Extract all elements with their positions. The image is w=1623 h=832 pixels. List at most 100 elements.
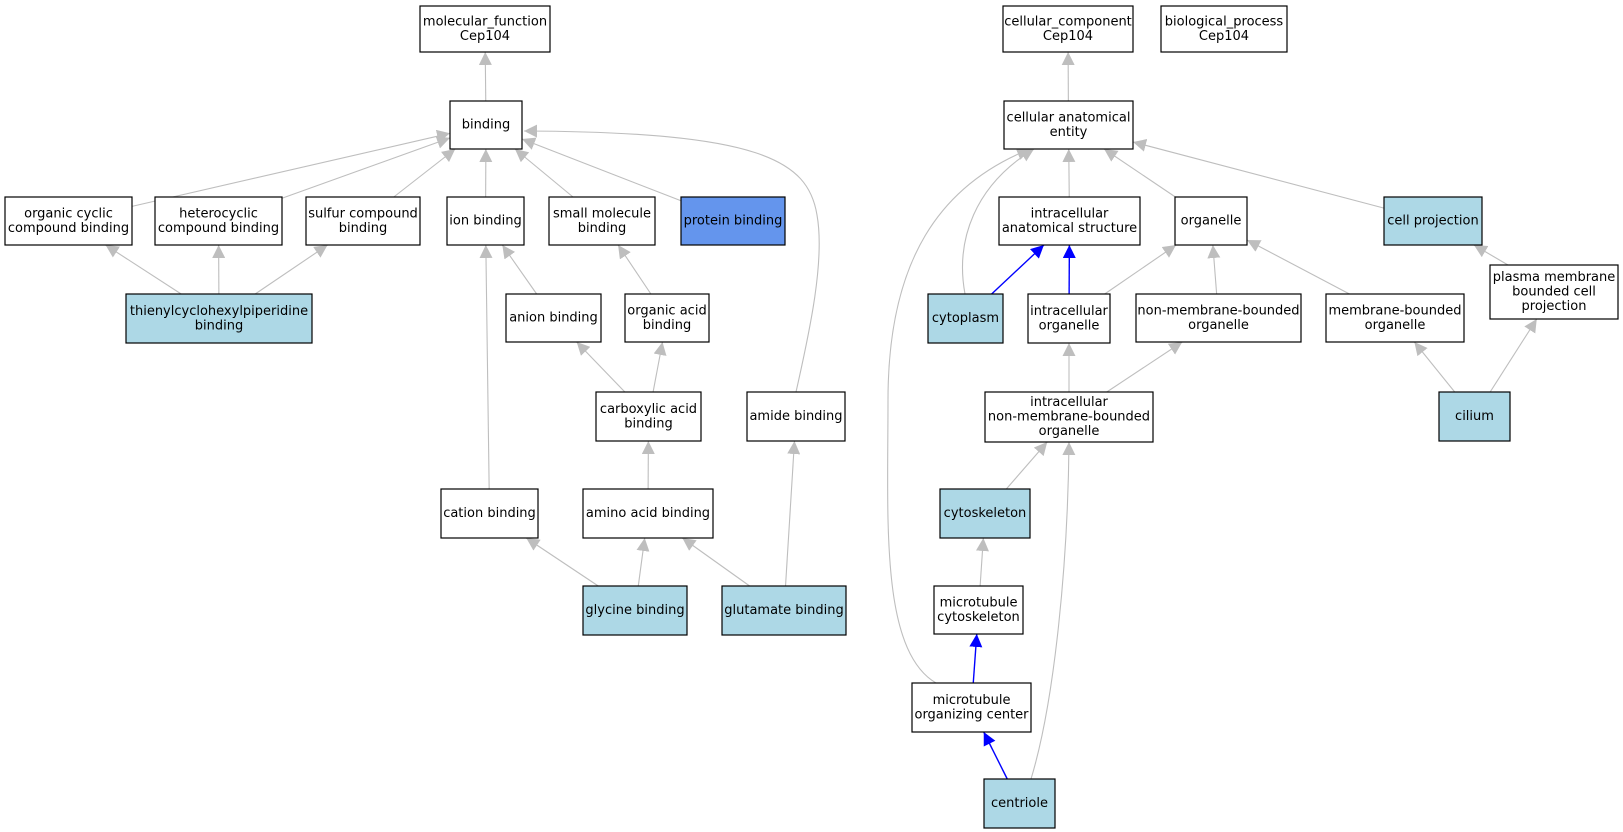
node-label-intracellular-non-membrane-bounded-organelle-line-2: non-membrane-bounded: [988, 410, 1150, 425]
node-amide-binding[interactable]: amide binding: [746, 391, 846, 442]
node-cation-binding[interactable]: cation binding: [440, 488, 539, 539]
edge-cytoskeleton-to-intracellular-non-membrane-bounded-organelle: [1005, 441, 1048, 490]
node-label-amino-acid-binding-line-1: amino acid binding: [586, 506, 710, 521]
node-glycine-binding[interactable]: glycine binding: [582, 585, 688, 636]
node-label-intracellular-anatomical-structure-line-1: intracellular: [1031, 206, 1109, 221]
edge-carboxylic-acid-binding-to-organic-acid-binding: [652, 341, 667, 393]
node-box-biological-process: [1160, 5, 1288, 53]
node-box-amide-binding: [746, 391, 846, 442]
node-ion-binding[interactable]: ion binding: [446, 196, 525, 246]
edge-cation-binding-to-ion-binding: [479, 244, 493, 490]
node-box-organelle: [1174, 196, 1248, 246]
edge-binding-to-molecular-function: [478, 51, 492, 102]
node-label-intracellular-non-membrane-bounded-organelle-line-1: intracellular: [1030, 395, 1108, 410]
node-box-cation-binding: [440, 488, 539, 539]
node-box-organic-cyclic-compound-binding: [4, 196, 133, 246]
edge-carboxylic-acid-binding-to-anion-binding: [576, 341, 626, 393]
node-label-protein-binding-line-1: protein binding: [684, 214, 783, 229]
edge-microtubule-organizing-center-to-cellular-anatomical-entity: [887, 147, 1031, 684]
edge-microtubule-organizing-center-to-microtubule-cytoskeleton: [969, 633, 983, 684]
node-box-intracellular-organelle: [1027, 293, 1111, 344]
node-label-non-membrane-bounded-organelle-line-1: non-membrane-bounded: [1137, 303, 1299, 318]
edge-cilium-to-membrane-bounded-organelle: [1413, 341, 1456, 393]
node-label-binding-line-1: binding: [462, 118, 510, 133]
node-label-carboxylic-acid-binding-line-1: carboxylic acid: [600, 402, 697, 417]
node-centriole[interactable]: centriole: [983, 778, 1056, 829]
node-label-intracellular-anatomical-structure-line-2: anatomical structure: [1002, 221, 1137, 236]
edge-organic-cyclic-compound-binding-to-binding: [131, 129, 451, 207]
node-label-biological-process-line-1: biological_process: [1165, 14, 1284, 29]
edge-anion-binding-to-ion-binding: [501, 244, 538, 295]
node-cytoplasm[interactable]: cytoplasm: [927, 293, 1004, 344]
edge-intracellular-non-membrane-bounded-organelle-to-non-membrane-bounded-organelle: [1106, 341, 1183, 393]
node-label-carboxylic-acid-binding-line-2: binding: [624, 416, 672, 431]
node-box-amino-acid-binding: [582, 488, 714, 539]
node-box-cell-projection: [1383, 196, 1483, 246]
node-label-ion-binding-line-1: ion binding: [449, 214, 521, 229]
edge-glutamate-binding-to-amide-binding: [784, 440, 801, 587]
node-label-intracellular-non-membrane-bounded-organelle-line-3: organelle: [1039, 424, 1100, 439]
node-label-cellular-component-line-1: cellular_component: [1004, 14, 1132, 29]
edge-cytoplasm-to-cellular-anatomical-entity: [962, 148, 1035, 295]
node-label-plasma-membrane-bounded-cell-projection-line-2: bounded cell: [1512, 285, 1596, 300]
edges-layer: [105, 51, 1538, 780]
edge-cytoplasm-to-intracellular-anatomical-structure: [991, 244, 1045, 295]
node-label-microtubule-cytoskeleton-line-2: cytoskeleton: [937, 610, 1020, 625]
node-label-centriole-line-1: centriole: [991, 796, 1048, 811]
node-box-organic-acid-binding: [624, 293, 710, 343]
node-label-organic-acid-binding-line-1: organic acid: [627, 303, 706, 318]
node-label-small-molecule-binding-line-1: small molecule: [553, 206, 651, 221]
edge-organic-acid-binding-to-small-molecule-binding: [617, 244, 652, 295]
node-cilium[interactable]: cilium: [1438, 391, 1511, 442]
node-box-thienylcyclohexylpiperidine-binding: [125, 293, 313, 344]
node-protein-binding[interactable]: protein binding: [680, 196, 786, 246]
node-label-sulfur-compound-binding-line-1: sulfur compound: [308, 206, 418, 221]
node-box-ion-binding: [446, 196, 525, 246]
edge-membrane-bounded-organelle-to-organelle: [1246, 239, 1350, 295]
node-anion-binding[interactable]: anion binding: [505, 293, 602, 343]
node-label-membrane-bounded-organelle-line-1: membrane-bounded: [1328, 303, 1461, 318]
node-amino-acid-binding[interactable]: amino acid binding: [582, 488, 714, 539]
node-label-biological-process-line-2: Cep104: [1199, 29, 1249, 44]
node-intracellular-non-membrane-bounded-organelle[interactable]: intracellularnon-membrane-boundedorganel…: [984, 391, 1154, 443]
node-cell-projection[interactable]: cell projection: [1383, 196, 1483, 246]
node-label-cation-binding-line-1: cation binding: [443, 506, 536, 521]
node-label-cell-projection-line-1: cell projection: [1387, 214, 1478, 229]
edge-centriole-to-intracellular-non-membrane-bounded-organelle: [1030, 441, 1076, 780]
edge-small-molecule-binding-to-binding: [514, 148, 574, 198]
edge-plasma-membrane-bounded-cell-projection-to-cell-projection: [1473, 244, 1509, 266]
node-box-microtubule-cytoskeleton: [933, 585, 1024, 635]
node-cytoskeleton[interactable]: cytoskeleton: [939, 488, 1031, 539]
node-label-sulfur-compound-binding-line-2: binding: [339, 221, 387, 236]
node-binding[interactable]: binding: [449, 100, 523, 150]
node-label-microtubule-cytoskeleton-line-1: microtubule: [940, 595, 1018, 610]
node-label-microtubule-organizing-center-line-1: microtubule: [933, 693, 1011, 708]
node-box-intracellular-non-membrane-bounded-organelle: [984, 391, 1154, 443]
node-label-membrane-bounded-organelle-line-2: organelle: [1365, 318, 1426, 333]
edge-cell-projection-to-cellular-anatomical-entity: [1132, 139, 1385, 209]
node-box-glutamate-binding: [721, 585, 847, 636]
node-organelle[interactable]: organelle: [1174, 196, 1248, 246]
node-glutamate-binding[interactable]: glutamate binding: [721, 585, 847, 636]
node-box-binding: [449, 100, 523, 150]
